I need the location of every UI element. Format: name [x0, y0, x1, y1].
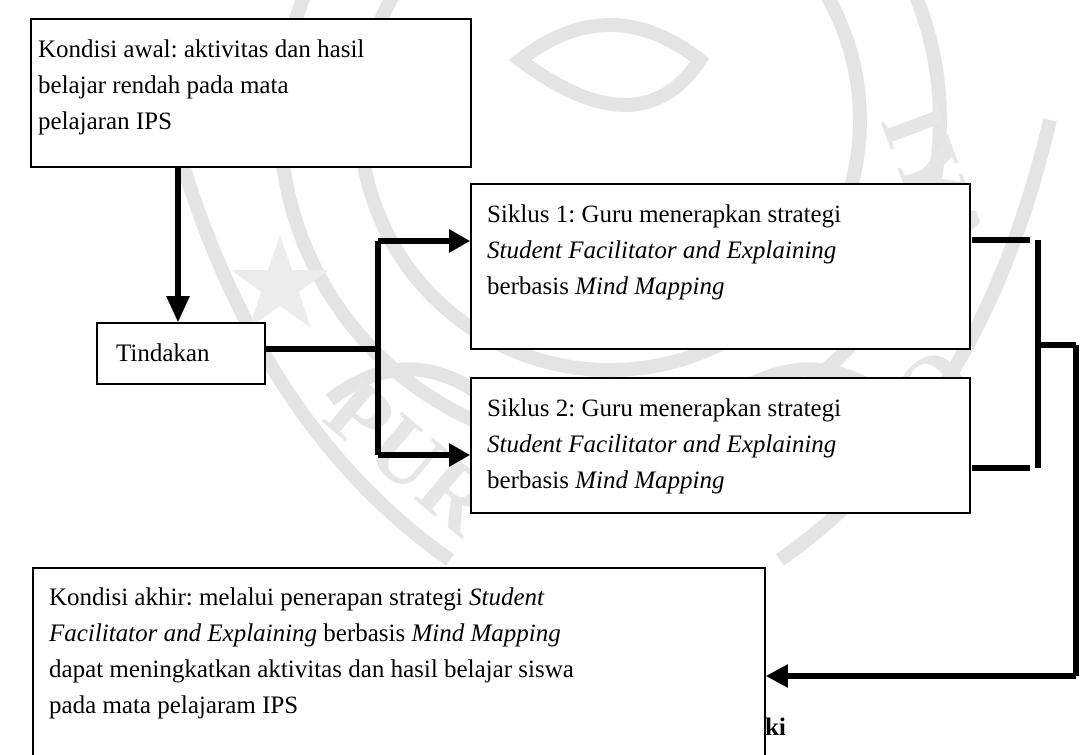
arrowhead-start-to-action — [166, 296, 190, 322]
cycle-2-line-2: Student Facilitator and Explaining — [487, 431, 837, 458]
cycle-1-line-3: berbasis Mind Mapping — [487, 269, 969, 305]
arrowhead-cycle2 — [449, 443, 470, 467]
final-condition-line-3: dapat meningkatkan aktivitas dan hasil b… — [49, 656, 574, 683]
final-condition-line-2-plain: berbasis — [317, 620, 412, 647]
final-condition-line-2-italic-b: Mind Mapping — [411, 620, 561, 647]
arrowhead-cycle1 — [449, 229, 470, 253]
cycle-1-line-1: Siklus 1: Guru menerapkan strategi — [487, 201, 842, 228]
final-condition-line-2-italic-a: Facilitator and Explaining — [49, 620, 318, 647]
arrowhead-end — [766, 664, 788, 688]
final-condition-line-1-plain: Kondisi akhir: melalui penerapan strateg… — [49, 584, 470, 611]
initial-condition-line-3: pelajaran IPS — [38, 108, 172, 135]
cycle-2-line-3-italic: Mind Mapping — [575, 467, 725, 494]
initial-condition-line-2: belajar rendah pada mata — [38, 72, 289, 99]
cycle-2-line-3: berbasis Mind Mapping — [487, 463, 969, 499]
final-condition-line-1: Kondisi akhir: melalui penerapan strateg… — [49, 580, 764, 616]
cycle-1-line-3-plain: berbasis — [487, 273, 576, 300]
cycle-2-box: Siklus 2: Guru menerapkan strategi Stude… — [470, 377, 971, 514]
cycle-2-line-1: Siklus 2: Guru menerapkan strategi — [487, 395, 842, 422]
cycle-1-box: Siklus 1: Guru menerapkan strategi Stude… — [470, 183, 971, 350]
action-box: Tindakan — [96, 322, 266, 385]
initial-condition-line-1: Kondisi awal: aktivitas dan hasil — [38, 36, 365, 63]
final-condition-line-2: Facilitator and Explaining berbasis Mind… — [49, 616, 764, 652]
final-condition-line-1-italic: Student — [469, 584, 545, 611]
cropped-caption-fragment: ki — [765, 714, 786, 741]
cycle-2-line-3-plain: berbasis — [487, 467, 576, 494]
cycle-1-line-3-italic: Mind Mapping — [575, 273, 725, 300]
action-label: Tindakan — [116, 340, 210, 367]
initial-condition-box: Kondisi awal: aktivitas dan hasil belaja… — [30, 18, 472, 168]
final-condition-box: Kondisi akhir: melalui penerapan strateg… — [32, 567, 766, 755]
cycle-1-line-2: Student Facilitator and Explaining — [487, 237, 837, 264]
final-condition-line-4: pada mata pelajaram IPS — [49, 692, 299, 719]
